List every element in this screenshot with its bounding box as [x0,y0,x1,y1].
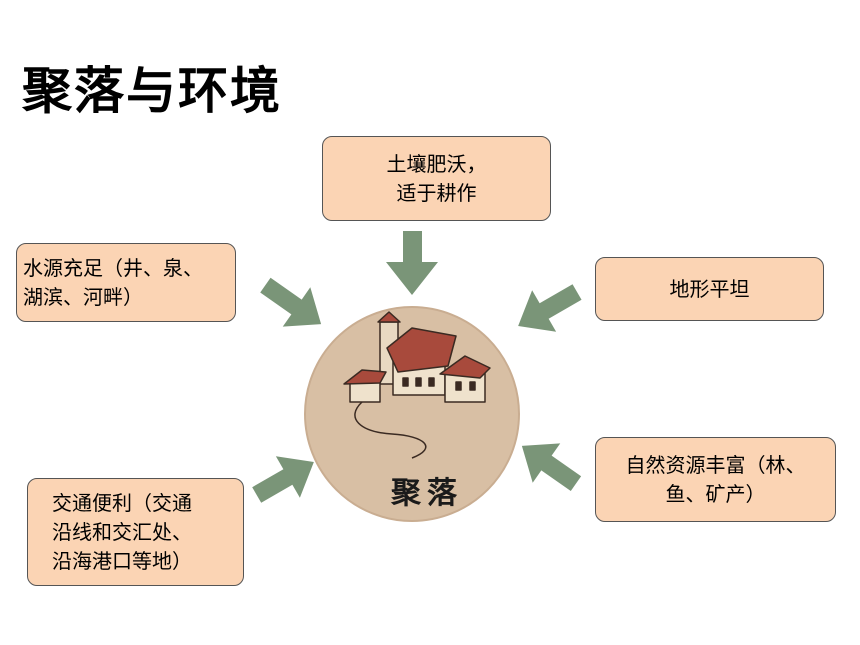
factor-label: 自然资源丰富（林、 鱼、矿产） [625,452,806,506]
arrow-right-icon [518,284,582,332]
arrows [252,231,582,503]
factor-natural-resources: 自然资源丰富（林、 鱼、矿产） [595,437,836,522]
arrow-bottom-left-icon [252,456,314,503]
factor-label: 交通便利（交通 沿线和交汇处、 沿海港口等地） [52,490,192,573]
factor-flat-terrain: 地形平坦 [595,257,824,321]
factor-label: 地形平坦 [669,276,750,301]
factor-water-supply: 水源充足（井、泉、 湖滨、河畔） [16,243,236,322]
page-title: 聚落与环境 [22,62,282,120]
factor-transport: 交通便利（交通 沿线和交汇处、 沿海港口等地） [27,478,244,586]
village-house-icon [343,311,491,459]
arrow-top-icon [386,231,438,295]
factor-fertile-soil: 土壤肥沃， 适于耕作 [322,136,551,221]
factor-label: 土壤肥沃， 适于耕作 [386,151,487,205]
arrow-left-icon [260,277,322,327]
settlement-label: 聚落 [391,476,463,511]
factor-label: 水源充足（井、泉、 湖滨、河畔） [23,255,203,309]
arrow-bottom-right-icon [521,443,582,492]
